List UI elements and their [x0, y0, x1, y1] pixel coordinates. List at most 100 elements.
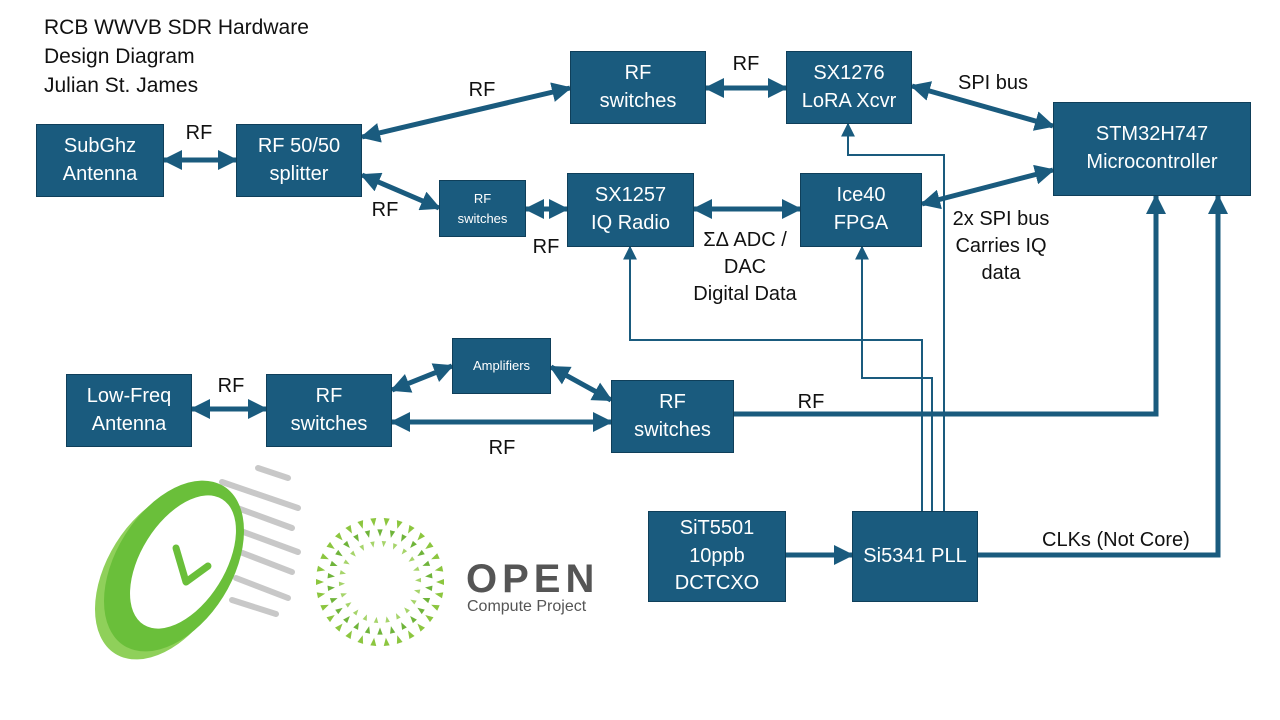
ocp-arrow-mark	[320, 604, 329, 611]
ocp-arrow-mark	[340, 593, 347, 598]
ocp-arrow-mark	[396, 635, 403, 644]
ocp-arrow-mark	[377, 627, 383, 635]
ocp-arrow-mark	[345, 602, 352, 608]
ocp-arrow-mark	[377, 529, 383, 537]
ocp-arrow-mark	[417, 607, 425, 615]
ocp-arrow-mark	[390, 626, 396, 634]
ocp-arrow-mark	[339, 570, 347, 575]
ocp-arrow-mark	[410, 616, 417, 624]
label-rf-lf-bottom: RF	[488, 437, 516, 459]
ocp-arrow-mark	[413, 589, 421, 594]
ocp-arrow-mark	[370, 518, 377, 527]
arrow-splitter-small-switches	[360, 172, 441, 211]
label-rf-lf-to-mcu: RF	[797, 391, 825, 413]
ocp-arrow-mark	[343, 540, 350, 548]
ocp-arrow-mark	[329, 560, 338, 566]
ocp-arrow-mark	[370, 541, 375, 548]
ocp-arrow-mark	[401, 534, 407, 542]
ocp-arrow-mark	[425, 585, 433, 592]
title-line-2: Design Diagram	[44, 45, 195, 68]
label-spi-bus: SPI bus	[958, 72, 1029, 94]
ocp-arrow-mark	[334, 623, 343, 632]
ocp-arrow-mark	[422, 598, 431, 604]
ocp-arrow-mark	[408, 525, 415, 534]
arrow-ice40-stm32	[920, 164, 1055, 210]
si5341-block: Si5341 PLL	[852, 511, 978, 602]
ocp-arrow-mark	[417, 532, 426, 541]
arrow-lf-switches-stm32	[734, 194, 1166, 417]
open-wordmark: OPEN	[466, 557, 600, 601]
ocp-arrow-mark	[422, 560, 431, 566]
ocp-arrow-mark	[425, 541, 434, 550]
ocp-arrow-mark	[350, 550, 356, 557]
ocp-arrow-mark	[364, 530, 370, 538]
ocp-arrow-mark	[345, 525, 352, 534]
ocp-arrow-mark	[408, 556, 415, 562]
ocp-arrow-mark	[393, 543, 398, 550]
clk-line-sx1276	[841, 122, 945, 511]
ocp-arrow-mark	[404, 607, 410, 614]
ocp-arrow-mark	[383, 637, 390, 646]
arrow-clks-stm32	[978, 194, 1228, 558]
ocp-arrow-mark	[395, 613, 401, 620]
ocp-arrow-mark	[326, 541, 335, 550]
ocp-arrow-mark	[343, 559, 350, 565]
ocp-arrow-mark	[401, 548, 408, 555]
compute-project-text: Compute Project	[467, 598, 587, 615]
label-rf-splitter-top: RF	[468, 79, 496, 101]
ocp-arrow-mark	[359, 544, 365, 551]
open-compute-ring-logo	[316, 518, 444, 646]
ocp-arrow-mark	[353, 534, 359, 542]
ocp-arrow-mark	[335, 607, 343, 615]
ocp-arrow-mark	[329, 598, 338, 604]
ocp-arrow-mark	[373, 616, 379, 624]
arrow-sx1276-stm32	[910, 81, 1055, 131]
label-rf-small-sx1257: RF	[532, 236, 560, 258]
title-line-1: RCB WWVB SDR Hardware	[44, 16, 309, 39]
ocp-arrow-mark	[417, 549, 425, 557]
title-line-3: Julian St. James	[44, 74, 199, 97]
ocp-arrow-mark	[410, 599, 417, 605]
ocp-arrow-mark	[431, 553, 440, 560]
clk-line-sx1257	[623, 245, 923, 511]
ocp-arrow-mark	[436, 579, 444, 585]
ocp-arrow-mark	[327, 572, 335, 579]
arrow-amplifiers-switches	[549, 364, 613, 403]
ocp-arrow-mark	[389, 530, 396, 538]
ocp-arrow-mark	[401, 622, 407, 630]
arrow-splitter-top-switches	[360, 82, 572, 143]
clk-line-ice40	[855, 245, 933, 511]
ocp-arrow-mark	[335, 549, 343, 557]
ocp-arrow-mark	[431, 604, 440, 611]
ocp-arrow-mark	[415, 577, 422, 583]
ocp-arrow-mark	[413, 566, 420, 571]
ocp-arrow-mark	[316, 579, 324, 585]
label-rf-antenna-splitter: RF	[185, 122, 213, 144]
ocp-arrow-mark	[370, 637, 377, 646]
ocp-arrow-mark	[396, 520, 403, 529]
amplifiers-block: Amplifiers	[452, 338, 551, 394]
ocp-arrow-mark	[334, 532, 343, 541]
ocp-arrow-mark	[362, 614, 367, 621]
ocp-arrow-mark	[385, 616, 390, 623]
ocp-arrow-mark	[410, 540, 417, 548]
ocp-arrow-mark	[327, 585, 335, 592]
ocp-arrow-mark	[434, 565, 444, 572]
label-rf-splitter-small: RF	[371, 199, 399, 221]
ocp-arrow-mark	[345, 630, 352, 639]
ocp-arrow-mark	[343, 616, 350, 624]
ocp-arrow-mark	[425, 572, 433, 579]
